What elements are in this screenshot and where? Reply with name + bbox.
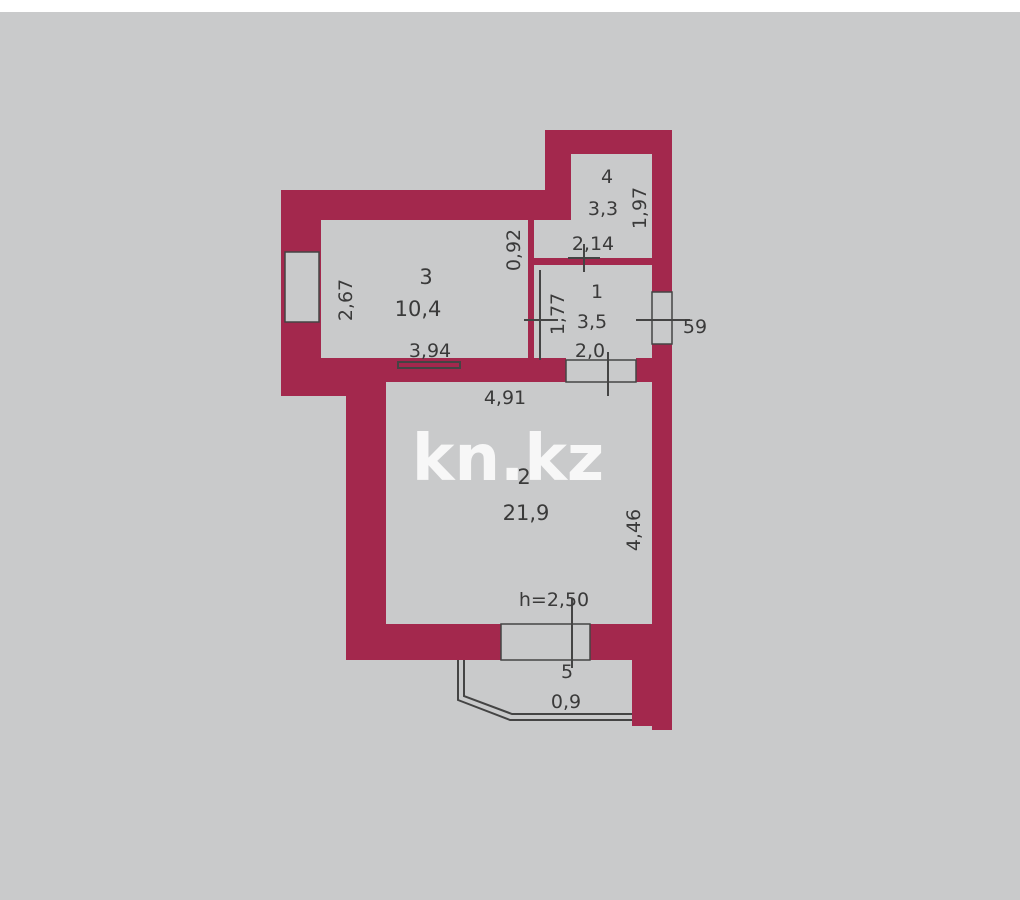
window-room3 (284, 251, 320, 323)
dimension-lines (397, 244, 690, 721)
wall-partition-right (636, 358, 672, 382)
wall-top-room3 (281, 190, 571, 220)
dim-room2-height: 4,46 (623, 509, 645, 551)
room3-number: 3 (419, 265, 432, 289)
ceiling-height-note: h=2,50 (519, 589, 589, 611)
wall-partition-room1-left (528, 220, 534, 360)
door-opening-room2 (565, 359, 637, 383)
wall-left-room2 (346, 358, 386, 660)
room5-area: 0,9 (551, 691, 581, 713)
room4-number: 4 (601, 166, 613, 188)
window-room1 (651, 291, 673, 345)
balcony-outline-inner (463, 660, 632, 715)
wall-right (652, 130, 672, 730)
dim-room1-height: 1,77 (547, 293, 569, 335)
watermark: kn.kz (412, 422, 604, 496)
balcony-outline (457, 660, 632, 721)
wall-left-room4 (545, 130, 571, 220)
room3-width-marker (397, 361, 461, 369)
dim-room3-width: 3,94 (409, 340, 451, 362)
dim-room2-width: 4,91 (484, 387, 526, 409)
balcony-door (500, 623, 591, 661)
room5-number: 5 (561, 661, 573, 683)
room2-number: 2 (517, 465, 530, 489)
paper-background (0, 12, 1020, 900)
wall-balcony-right (632, 660, 672, 726)
openings (284, 251, 673, 661)
room1-number: 1 (591, 281, 603, 303)
dim-room4-height: 1,97 (629, 187, 651, 229)
dim-room4-width: 2,14 (572, 233, 614, 255)
room1-area: 3,5 (577, 311, 607, 333)
walls (281, 130, 672, 730)
room2-area: 21,9 (503, 501, 550, 525)
wall-bottom-right-room2 (590, 624, 672, 660)
wall-partition-room4-bottom (528, 258, 652, 265)
room4-area: 3,3 (588, 198, 618, 220)
dim-room1-width: 2,0 (575, 340, 605, 362)
wall-bottom-left-room2 (346, 624, 501, 660)
dim-small-wall: 0,92 (503, 229, 525, 271)
dim-room1-side: 59 (683, 316, 707, 338)
dim-room3-height: 2,67 (335, 279, 357, 321)
room3-area: 10,4 (395, 297, 442, 321)
